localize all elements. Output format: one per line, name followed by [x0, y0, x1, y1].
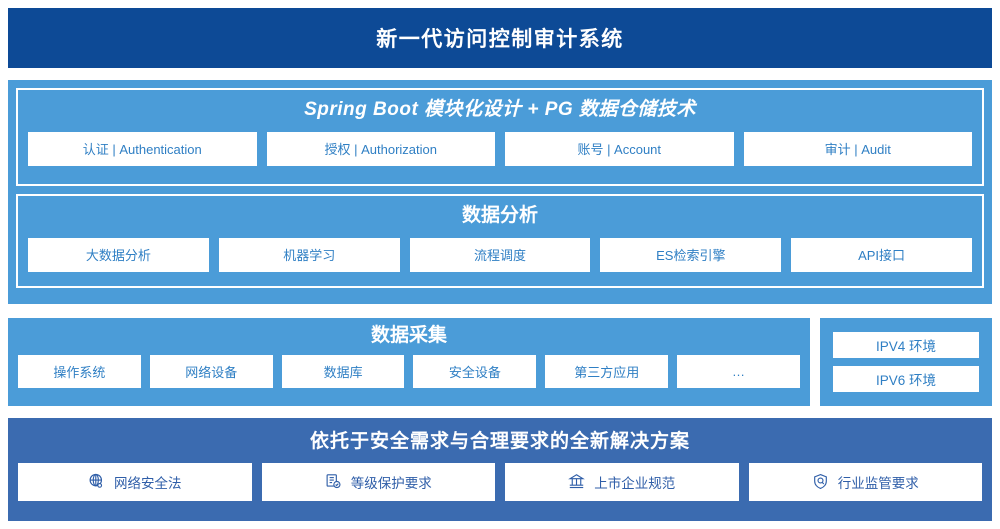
module-chip-account[interactable]: 账号 | Account — [505, 131, 734, 166]
collection-chip-label: 操作系统 — [53, 364, 106, 380]
analysis-chip-machine-learning[interactable]: 机器学习 — [218, 237, 400, 272]
globe-icon — [88, 473, 105, 490]
collection-chip-label: 数据库 — [323, 364, 363, 380]
solution-chip-label: 等级保护要求 — [350, 475, 432, 491]
modules-group: Spring Boot 模块化设计 + PG 数据仓储技术 认证 | Authe… — [16, 88, 984, 186]
module-chip-authentication[interactable]: 认证 | Authentication — [28, 131, 257, 166]
solution-chip-label: 网络安全法 — [114, 475, 182, 491]
analysis-chip-process-scheduling[interactable]: 流程调度 — [409, 237, 591, 272]
collection-chip-database[interactable]: 数据库 — [281, 354, 405, 388]
data-collection-title: 数据采集 — [370, 325, 447, 346]
collection-chip-third-party-app[interactable]: 第三方应用 — [545, 354, 669, 388]
solution-panel: 依托于安全需求与合理要求的全新解决方案 网络安全法 — [8, 418, 992, 521]
page-header: 新一代访问控制审计系统 — [8, 8, 992, 68]
bank-icon — [568, 473, 586, 490]
collection-chip-more[interactable]: … — [677, 354, 800, 388]
module-chip-audit[interactable]: 审计 | Audit — [743, 131, 972, 166]
solution-chip-industry-supervision[interactable]: 行业监管要求 — [748, 462, 982, 501]
collection-chip-label: 网络设备 — [185, 364, 238, 380]
ipv6-environment-label: IPV6 环境 — [875, 373, 937, 388]
analysis-group-title: 数据分析 — [461, 205, 538, 226]
analysis-chip-label: 机器学习 — [283, 248, 336, 264]
module-chip-label: 授权 | Authorization — [324, 142, 437, 158]
data-collection-panel: 数据采集 操作系统 网络设备 数据库 安全设备 第三方应用 … — [8, 318, 810, 406]
collection-chip-operating-system[interactable]: 操作系统 — [18, 354, 141, 388]
ipv4-environment-item[interactable]: IPV4 环境 — [833, 332, 979, 358]
analysis-chip-label: 大数据分析 — [85, 248, 151, 264]
collection-chip-label: … — [732, 363, 746, 379]
collection-chip-network-device[interactable]: 网络设备 — [149, 354, 273, 388]
ip-environment-panel: IPV4 环境 IPV6 环境 — [820, 318, 992, 406]
modules-chip-row: 认证 | Authentication 授权 | Authorization 账… — [28, 131, 972, 166]
solution-chip-listed-company-standard[interactable]: 上市企业规范 — [505, 462, 739, 501]
ipv4-environment-label: IPV4 环境 — [875, 339, 937, 354]
data-collection-chip-row: 操作系统 网络设备 数据库 安全设备 第三方应用 … — [16, 354, 802, 388]
collection-chip-security-device[interactable]: 安全设备 — [413, 354, 537, 388]
solution-title: 依托于安全需求与合理要求的全新解决方案 — [309, 431, 690, 452]
solution-chip-label: 行业监管要求 — [837, 475, 919, 491]
module-chip-label: 认证 | Authentication — [82, 142, 202, 158]
analysis-chip-label: ES检索引擎 — [656, 248, 726, 264]
solution-chip-cybersecurity-law[interactable]: 网络安全法 — [18, 462, 252, 501]
analysis-chip-label: 流程调度 — [473, 248, 526, 264]
modules-group-title: Spring Boot 模块化设计 + PG 数据仓储技术 — [304, 99, 696, 120]
analysis-chip-api[interactable]: API接口 — [791, 237, 972, 272]
document-check-icon — [325, 473, 342, 490]
page-title: 新一代访问控制审计系统 — [376, 28, 624, 51]
analysis-chip-label: API接口 — [858, 248, 906, 264]
solution-chip-grade-protection[interactable]: 等级保护要求 — [261, 462, 495, 501]
collection-chip-label: 第三方应用 — [574, 364, 640, 380]
ipv6-environment-item[interactable]: IPV6 环境 — [833, 366, 979, 392]
application-layer-panel: Spring Boot 模块化设计 + PG 数据仓储技术 认证 | Authe… — [8, 80, 992, 304]
analysis-chip-es-search-engine[interactable]: ES检索引擎 — [600, 237, 782, 272]
analysis-chip-bigdata[interactable]: 大数据分析 — [28, 237, 209, 272]
solution-chip-row: 网络安全法 等级保护要求 — [16, 462, 984, 501]
shield-search-icon — [812, 473, 829, 490]
collection-chip-label: 安全设备 — [448, 364, 501, 380]
analysis-chip-row: 大数据分析 机器学习 流程调度 ES检索引擎 API接口 — [28, 237, 972, 272]
module-chip-label: 账号 | Account — [577, 142, 662, 158]
solution-chip-label: 上市企业规范 — [594, 475, 676, 491]
module-chip-label: 审计 | Audit — [824, 142, 891, 158]
module-chip-authorization[interactable]: 授权 | Authorization — [266, 131, 495, 166]
analysis-group: 数据分析 大数据分析 机器学习 流程调度 ES检索引擎 API接口 — [16, 194, 984, 288]
